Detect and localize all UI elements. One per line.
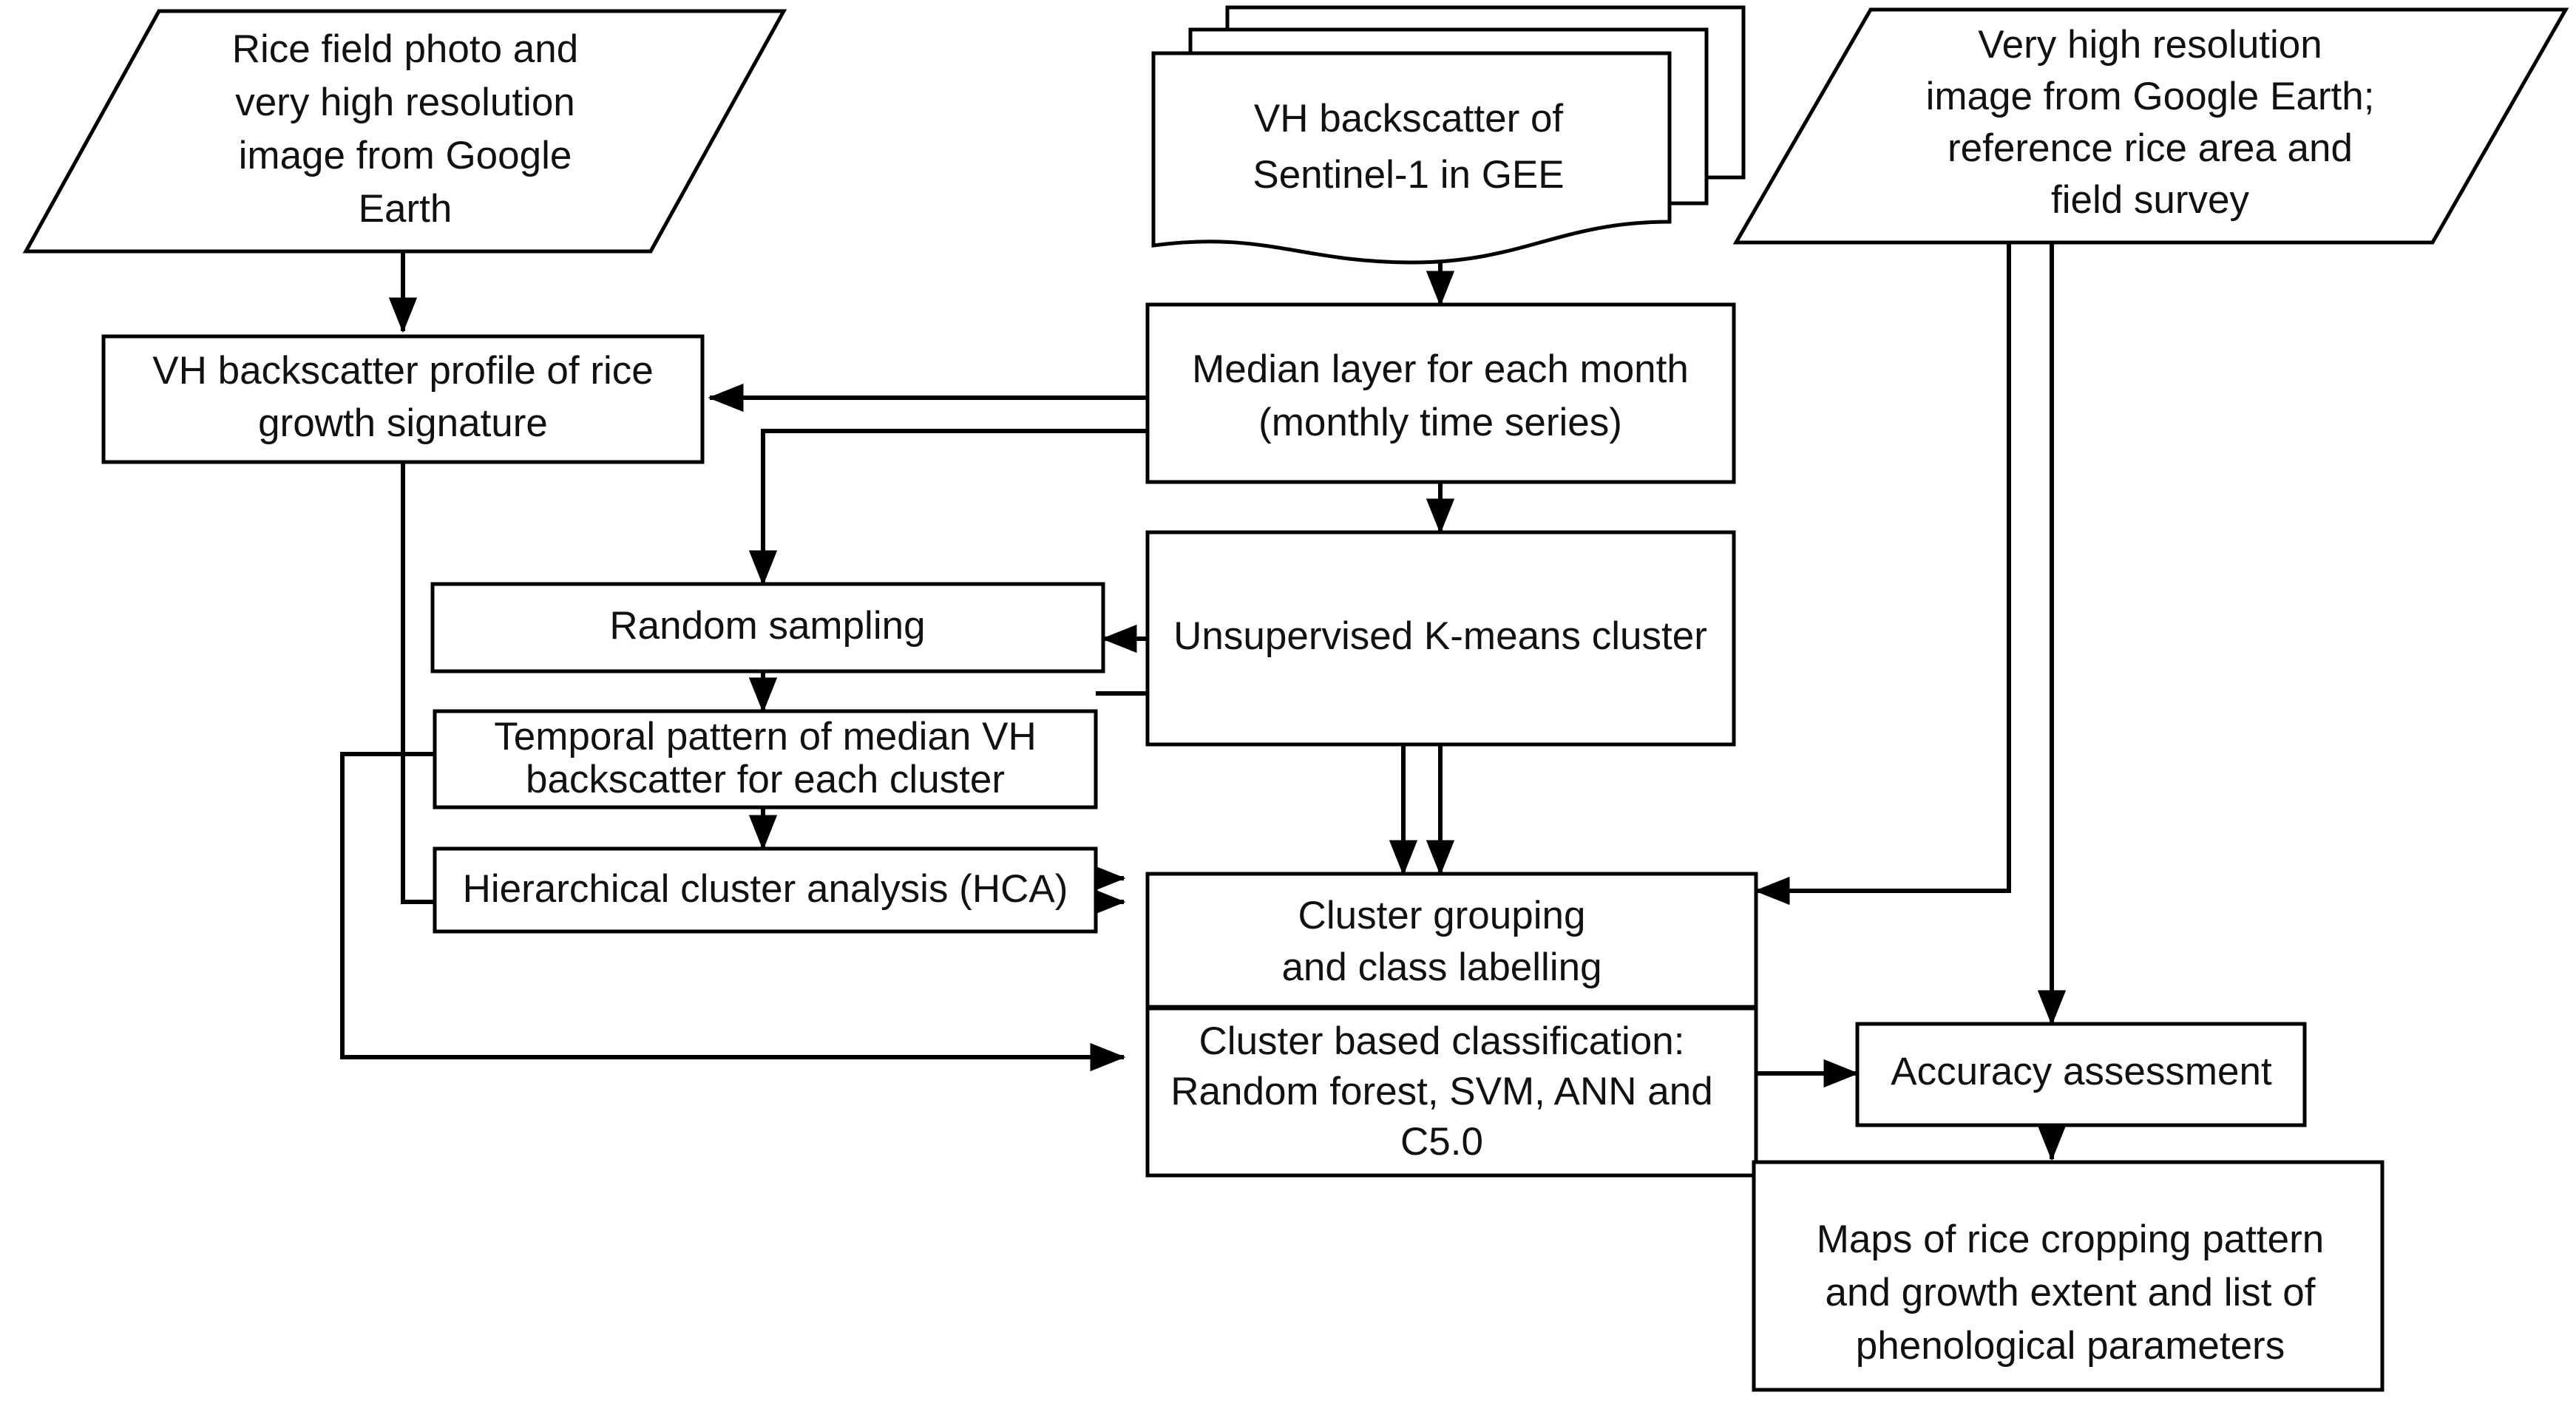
unsupervised-kmeans-label: Unsupervised K-means cluster — [1173, 614, 1707, 658]
node-cluster-based-classification[interactable]: Cluster based classification: Random for… — [1145, 1006, 1758, 1178]
rice-field-photo-line-2: very high resolution — [235, 81, 575, 124]
maps-output-line-3: phenological parameters — [1856, 1324, 2285, 1368]
classification-line-1: Cluster based classification: — [1199, 1019, 1685, 1063]
classification-line-3: C5.0 — [1400, 1120, 1483, 1164]
node-hierarchical-cluster-analysis[interactable]: Hierarchical cluster analysis (HCA) — [433, 846, 1098, 934]
temporal-pattern-line-2: backscatter for each cluster — [526, 758, 1005, 801]
cluster-grouping-shape — [1145, 872, 1758, 1009]
node-random-sampling[interactable]: Random sampling — [430, 582, 1105, 673]
node-vh-backscatter-profile[interactable]: VH backscatter profile of rice growth si… — [101, 334, 705, 464]
node-accuracy-assessment[interactable]: Accuracy assessment — [1855, 1022, 2307, 1127]
rice-field-photo-line-4: Earth — [359, 187, 453, 231]
rice-field-photo-shape — [22, 9, 787, 254]
reference-line-3: reference rice area and — [1948, 126, 2353, 170]
vh-backscatter-profile-shape — [101, 334, 705, 464]
node-maps-output[interactable]: Maps of rice cropping pattern and growth… — [1752, 1160, 2385, 1392]
sentinel-doc-front-sheet — [1151, 51, 1672, 265]
edge-reference-to-cluster-grouping — [1754, 242, 2011, 906]
maps-output-line-2: and growth extent and list of — [1826, 1271, 2316, 1314]
node-temporal-pattern[interactable]: Temporal pattern of median VH backscatte… — [433, 709, 1098, 809]
node-unsupervised-kmeans[interactable]: Unsupervised K-means cluster — [1145, 530, 1736, 747]
cluster-grouping-line-1: Cluster grouping — [1298, 894, 1586, 937]
median-layer-line-1: Median layer for each month — [1192, 347, 1689, 391]
accuracy-assessment-label: Accuracy assessment — [1891, 1050, 2272, 1093]
vh-profile-line-1: VH backscatter profile of rice — [152, 349, 653, 393]
sentinel-line-1: VH backscatter of — [1254, 97, 1564, 140]
maps-output-shape — [1752, 1160, 2385, 1392]
node-very-high-resolution-reference[interactable]: Very high resolution image from Google E… — [1732, 7, 2569, 245]
temporal-pattern-shape — [433, 709, 1098, 809]
rice-field-photo-line-3: image from Google — [239, 134, 572, 177]
random-sampling-label: Random sampling — [609, 604, 925, 648]
reference-line-4: field survey — [2051, 178, 2250, 222]
sentinel-line-2: Sentinel-1 in GEE — [1253, 153, 1564, 197]
node-vh-backscatter-sentinel[interactable]: VH backscatter of Sentinel-1 in GEE — [1151, 5, 1746, 265]
edge-median-to-random-sampling — [748, 429, 1148, 586]
reference-shape — [1732, 7, 2569, 245]
median-layer-line-2: (monthly time series) — [1258, 401, 1622, 444]
hca-shape — [433, 846, 1098, 934]
median-layer-shape — [1145, 302, 1736, 484]
node-rice-field-photo[interactable]: Rice field photo and very high resolutio… — [22, 9, 787, 254]
vh-profile-line-2: growth signature — [258, 401, 548, 445]
random-sampling-shape — [430, 582, 1105, 673]
cluster-grouping-line-2: and class labelling — [1281, 946, 1601, 989]
maps-output-line-1: Maps of rice cropping pattern — [1817, 1218, 2324, 1261]
cluster-based-classification-shape — [1145, 1006, 1758, 1178]
node-median-layer[interactable]: Median layer for each month (monthly tim… — [1145, 302, 1736, 484]
reference-line-2: image from Google Earth; — [1926, 75, 2375, 118]
temporal-pattern-line-1: Temporal pattern of median VH — [494, 715, 1037, 758]
classification-line-2: Random forest, SVM, ANN and — [1170, 1070, 1713, 1113]
unsupervised-kmeans-shape — [1145, 530, 1736, 747]
reference-line-1: Very high resolution — [1978, 23, 2322, 67]
accuracy-assessment-shape — [1855, 1022, 2307, 1127]
rice-field-photo-line-1: Rice field photo and — [232, 27, 579, 71]
node-cluster-grouping[interactable]: Cluster grouping and class labelling — [1145, 872, 1758, 1009]
hca-label: Hierarchical cluster analysis (HCA) — [463, 867, 1068, 911]
